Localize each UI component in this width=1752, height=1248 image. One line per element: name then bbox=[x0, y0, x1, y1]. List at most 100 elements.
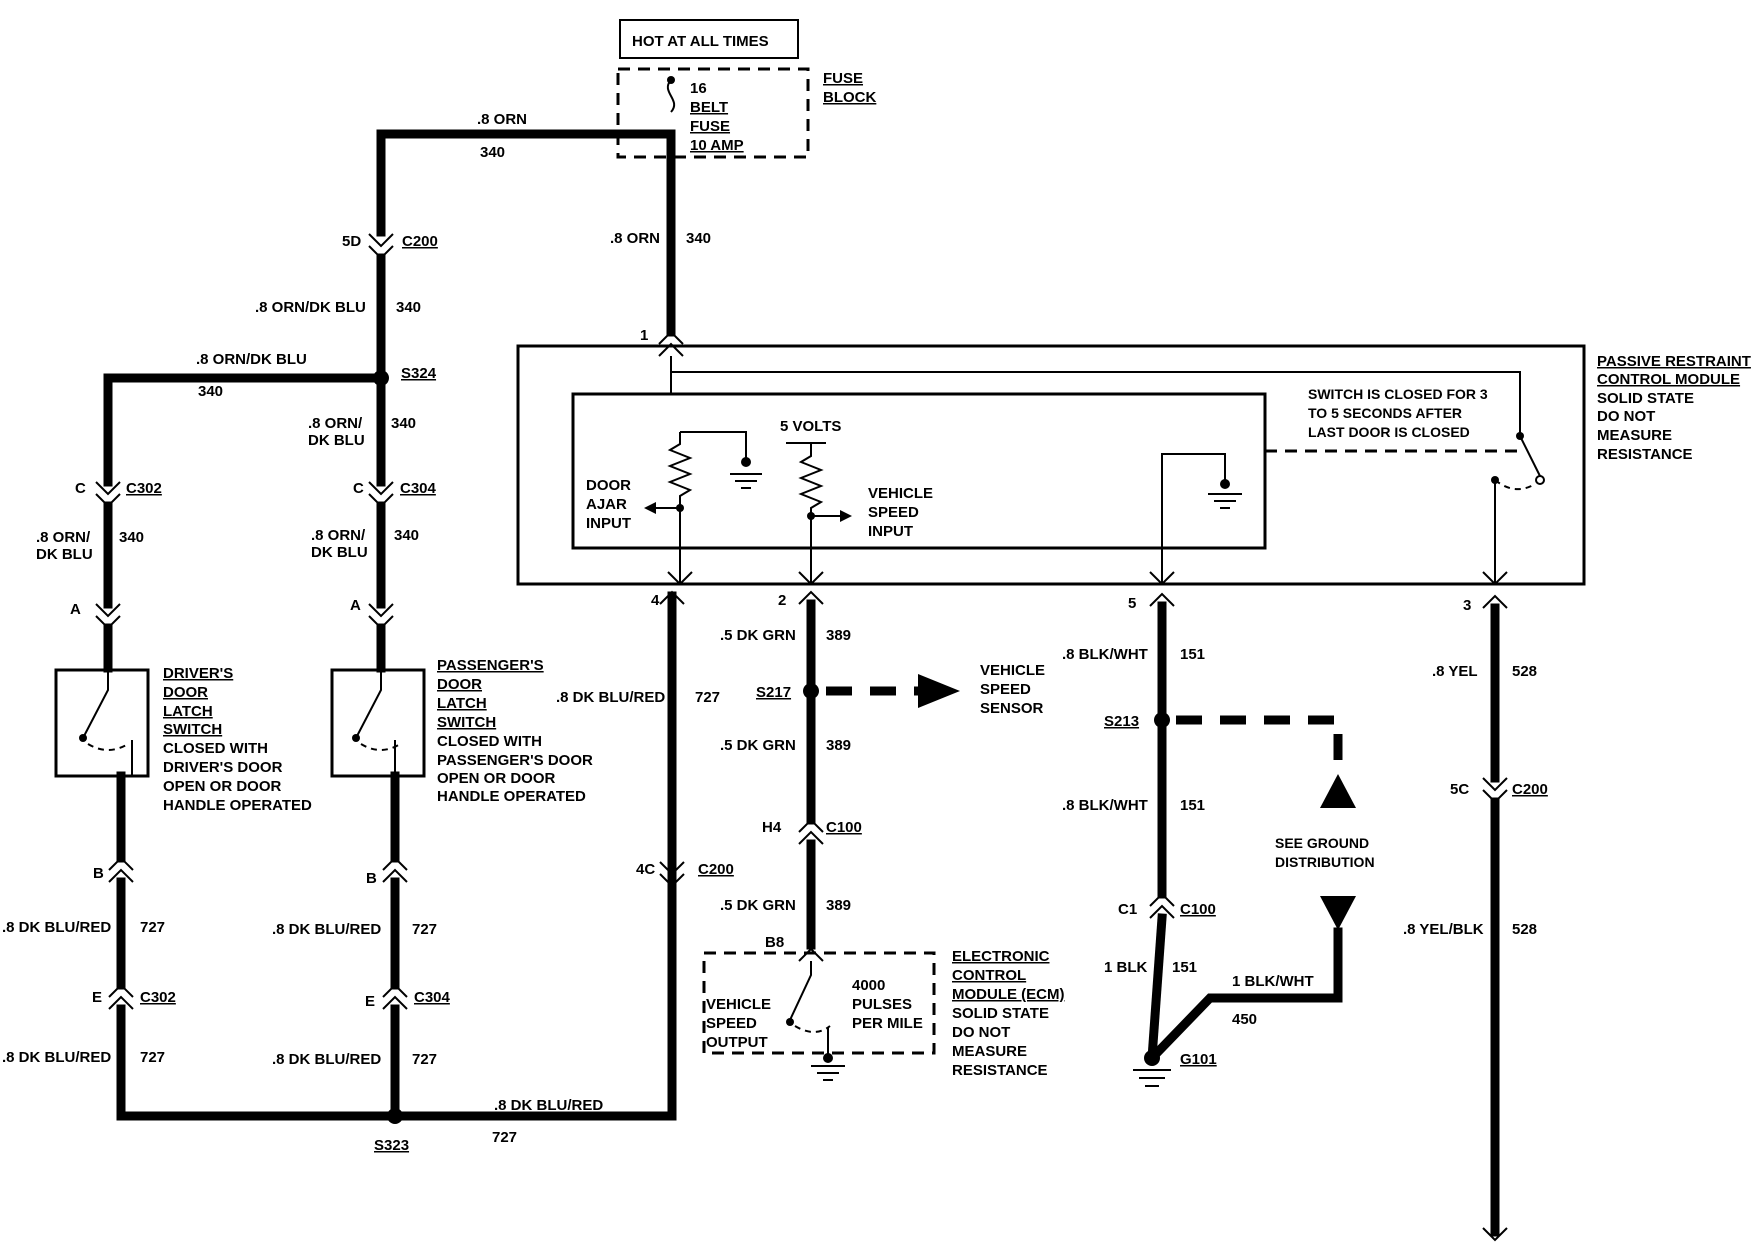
wire-s324-down-gauge-2: DK BLU bbox=[308, 432, 365, 449]
passenger-switch-desc-1: CLOSED WITH bbox=[437, 733, 542, 750]
ecm-b8-pin: B8 bbox=[765, 934, 784, 951]
wire-fuse-down-circuit: 340 bbox=[686, 230, 711, 247]
connector-c304-e bbox=[382, 983, 408, 1010]
wire-top-left-circuit: 340 bbox=[480, 144, 505, 161]
connector-c100-c1 bbox=[1149, 892, 1175, 919]
pin5-ground-node bbox=[1220, 479, 1230, 489]
c100-c1-pin: C1 bbox=[1118, 901, 1137, 918]
ecm-name-1: ELECTRONIC bbox=[952, 948, 1050, 965]
door-ajar-label-1: DOOR bbox=[586, 477, 631, 494]
wire-c200-down-gauge: .8 ORN/DK BLU bbox=[255, 299, 366, 316]
ground-dist-up-arrow-icon bbox=[1320, 774, 1356, 808]
five-volts-label: 5 VOLTS bbox=[780, 418, 841, 435]
ecm-outline bbox=[702, 951, 936, 1055]
c304-c-pin: C bbox=[353, 480, 364, 497]
ecm-pulses-3: PER MILE bbox=[852, 1015, 923, 1032]
ecm-switch-arc bbox=[794, 1025, 831, 1033]
module-pin-1-label: 1 bbox=[640, 327, 648, 344]
vehicle-speed-sensor-arrow-icon bbox=[918, 674, 960, 708]
passenger-b-pin: B bbox=[366, 870, 377, 887]
power-label: HOT AT ALL TIMES bbox=[632, 33, 769, 50]
module-pin-2-arrow bbox=[798, 571, 824, 586]
ecm-output-1: VEHICLE bbox=[706, 996, 771, 1013]
module-pin-3-label: 3 bbox=[1463, 597, 1471, 614]
c200-5d-pin: 5D bbox=[342, 233, 361, 250]
c200-5c-pin: 5C bbox=[1450, 781, 1469, 798]
wire-1blk-151 bbox=[1147, 913, 1167, 1063]
pin2-connector bbox=[798, 590, 824, 605]
wire-pin4-down-gauge: .8 DK BLU/RED bbox=[556, 689, 665, 706]
c200-5d-name: C200 bbox=[402, 233, 438, 250]
pin3-connector bbox=[1482, 594, 1508, 609]
switch-note-2: TO 5 SECONDS AFTER bbox=[1308, 405, 1462, 421]
wire-drv-e-s323-gauge: .8 DK BLU/RED bbox=[2, 1049, 111, 1066]
passenger-switch-name-1: PASSENGER'S bbox=[437, 657, 544, 674]
splice-s213 bbox=[1154, 712, 1170, 728]
c304-e-name: C304 bbox=[414, 989, 451, 1006]
vehicle-speed-input-3: INPUT bbox=[868, 523, 913, 540]
c100-h4-name: C100 bbox=[826, 819, 862, 836]
wire-g101-right-circuit: 450 bbox=[1232, 1011, 1257, 1028]
passenger-door-switch-box bbox=[330, 668, 426, 778]
ecm-pulses-1: 4000 bbox=[852, 977, 885, 994]
wire-pin2-down-circuit: 389 bbox=[826, 627, 851, 644]
passenger-switch-name-2: DOOR bbox=[437, 676, 482, 693]
splice-s323-label: S323 bbox=[374, 1137, 409, 1154]
vss-label-3: SENSOR bbox=[980, 700, 1044, 717]
wire-c1-down-gauge: 1 BLK bbox=[1104, 959, 1148, 976]
driver-switch-blade bbox=[82, 670, 109, 739]
door-ajar-label-3: INPUT bbox=[586, 515, 631, 532]
wire-s324-left-gauge: .8 ORN/DK BLU bbox=[196, 351, 307, 368]
driver-switch-desc-2: DRIVER'S DOOR bbox=[163, 759, 283, 776]
splice-s323 bbox=[387, 1108, 403, 1124]
wire-pas-e-s323-circuit: 727 bbox=[412, 1051, 437, 1068]
wire-fuse-down-gauge: .8 ORN bbox=[610, 230, 660, 247]
ecm-switch-contact bbox=[786, 1018, 794, 1026]
wire-drv-b-e-circuit: 727 bbox=[140, 919, 165, 936]
c304-c-name: C304 bbox=[400, 480, 437, 497]
passenger-switch-desc-2: PASSENGER'S DOOR bbox=[437, 752, 593, 769]
wire-pin2-down-gauge: .5 DK GRN bbox=[720, 627, 796, 644]
wire-pin3-down-gauge: .8 YEL bbox=[1432, 663, 1478, 680]
module-note-2: DO NOT bbox=[1597, 408, 1655, 425]
ecm-switch-blade bbox=[789, 961, 812, 1021]
c302-c-pin: C bbox=[75, 480, 86, 497]
c200-5c-name: C200 bbox=[1512, 781, 1548, 798]
driver-switch-name-2: DOOR bbox=[163, 684, 208, 701]
wire-pin5-down-circuit: 151 bbox=[1180, 646, 1205, 663]
door-ajar-pullup-resistor bbox=[667, 432, 693, 585]
pin5-internal-lead bbox=[1161, 453, 1226, 585]
wire-s217-down-gauge: .5 DK GRN bbox=[720, 737, 796, 754]
module-pin-1-terminal bbox=[658, 330, 684, 357]
vehicle-speed-input-1: VEHICLE bbox=[868, 485, 933, 502]
ecm-name-2: CONTROL bbox=[952, 967, 1026, 984]
wire-orn-340-left bbox=[376, 129, 676, 237]
passenger-switch-blade bbox=[355, 670, 382, 739]
ecm-output-3: OUTPUT bbox=[706, 1034, 768, 1051]
c302-c-name: C302 bbox=[126, 480, 162, 497]
passenger-switch-name-4: SWITCH bbox=[437, 714, 496, 731]
fuse-icon bbox=[666, 79, 676, 113]
wire-c200-5c-down-gauge: .8 YEL/BLK bbox=[1403, 921, 1484, 938]
fuse-name-2: FUSE bbox=[690, 118, 730, 135]
wire-continues-arrow-icon bbox=[1482, 1227, 1508, 1242]
driver-a-pin: A bbox=[70, 601, 81, 618]
wire-c304-down-circuit: 340 bbox=[394, 527, 419, 544]
door-ajar-ground-node bbox=[741, 457, 751, 467]
wire-pin4-down-circuit: 727 bbox=[695, 689, 720, 706]
ecm-name-3: MODULE (ECM) bbox=[952, 986, 1065, 1003]
vss-label-2: SPEED bbox=[980, 681, 1031, 698]
passenger-switch-name-3: LATCH bbox=[437, 695, 487, 712]
module-pin-2-label: 2 bbox=[778, 592, 786, 609]
wire-c200-5c-down-circuit: 528 bbox=[1512, 921, 1537, 938]
driver-switch-name-3: LATCH bbox=[163, 703, 213, 720]
ecm-ground-icon bbox=[811, 1065, 845, 1081]
connector-passenger-b bbox=[382, 856, 408, 883]
c100-h4-pin: H4 bbox=[762, 819, 782, 836]
door-ajar-label-2: AJAR bbox=[586, 496, 627, 513]
passenger-a-pin: A bbox=[350, 597, 361, 614]
driver-switch-desc-3: OPEN OR DOOR bbox=[163, 778, 282, 795]
ground-g101-label: G101 bbox=[1180, 1051, 1217, 1068]
wire-c304-down-gauge-2: DK BLU bbox=[311, 544, 368, 561]
